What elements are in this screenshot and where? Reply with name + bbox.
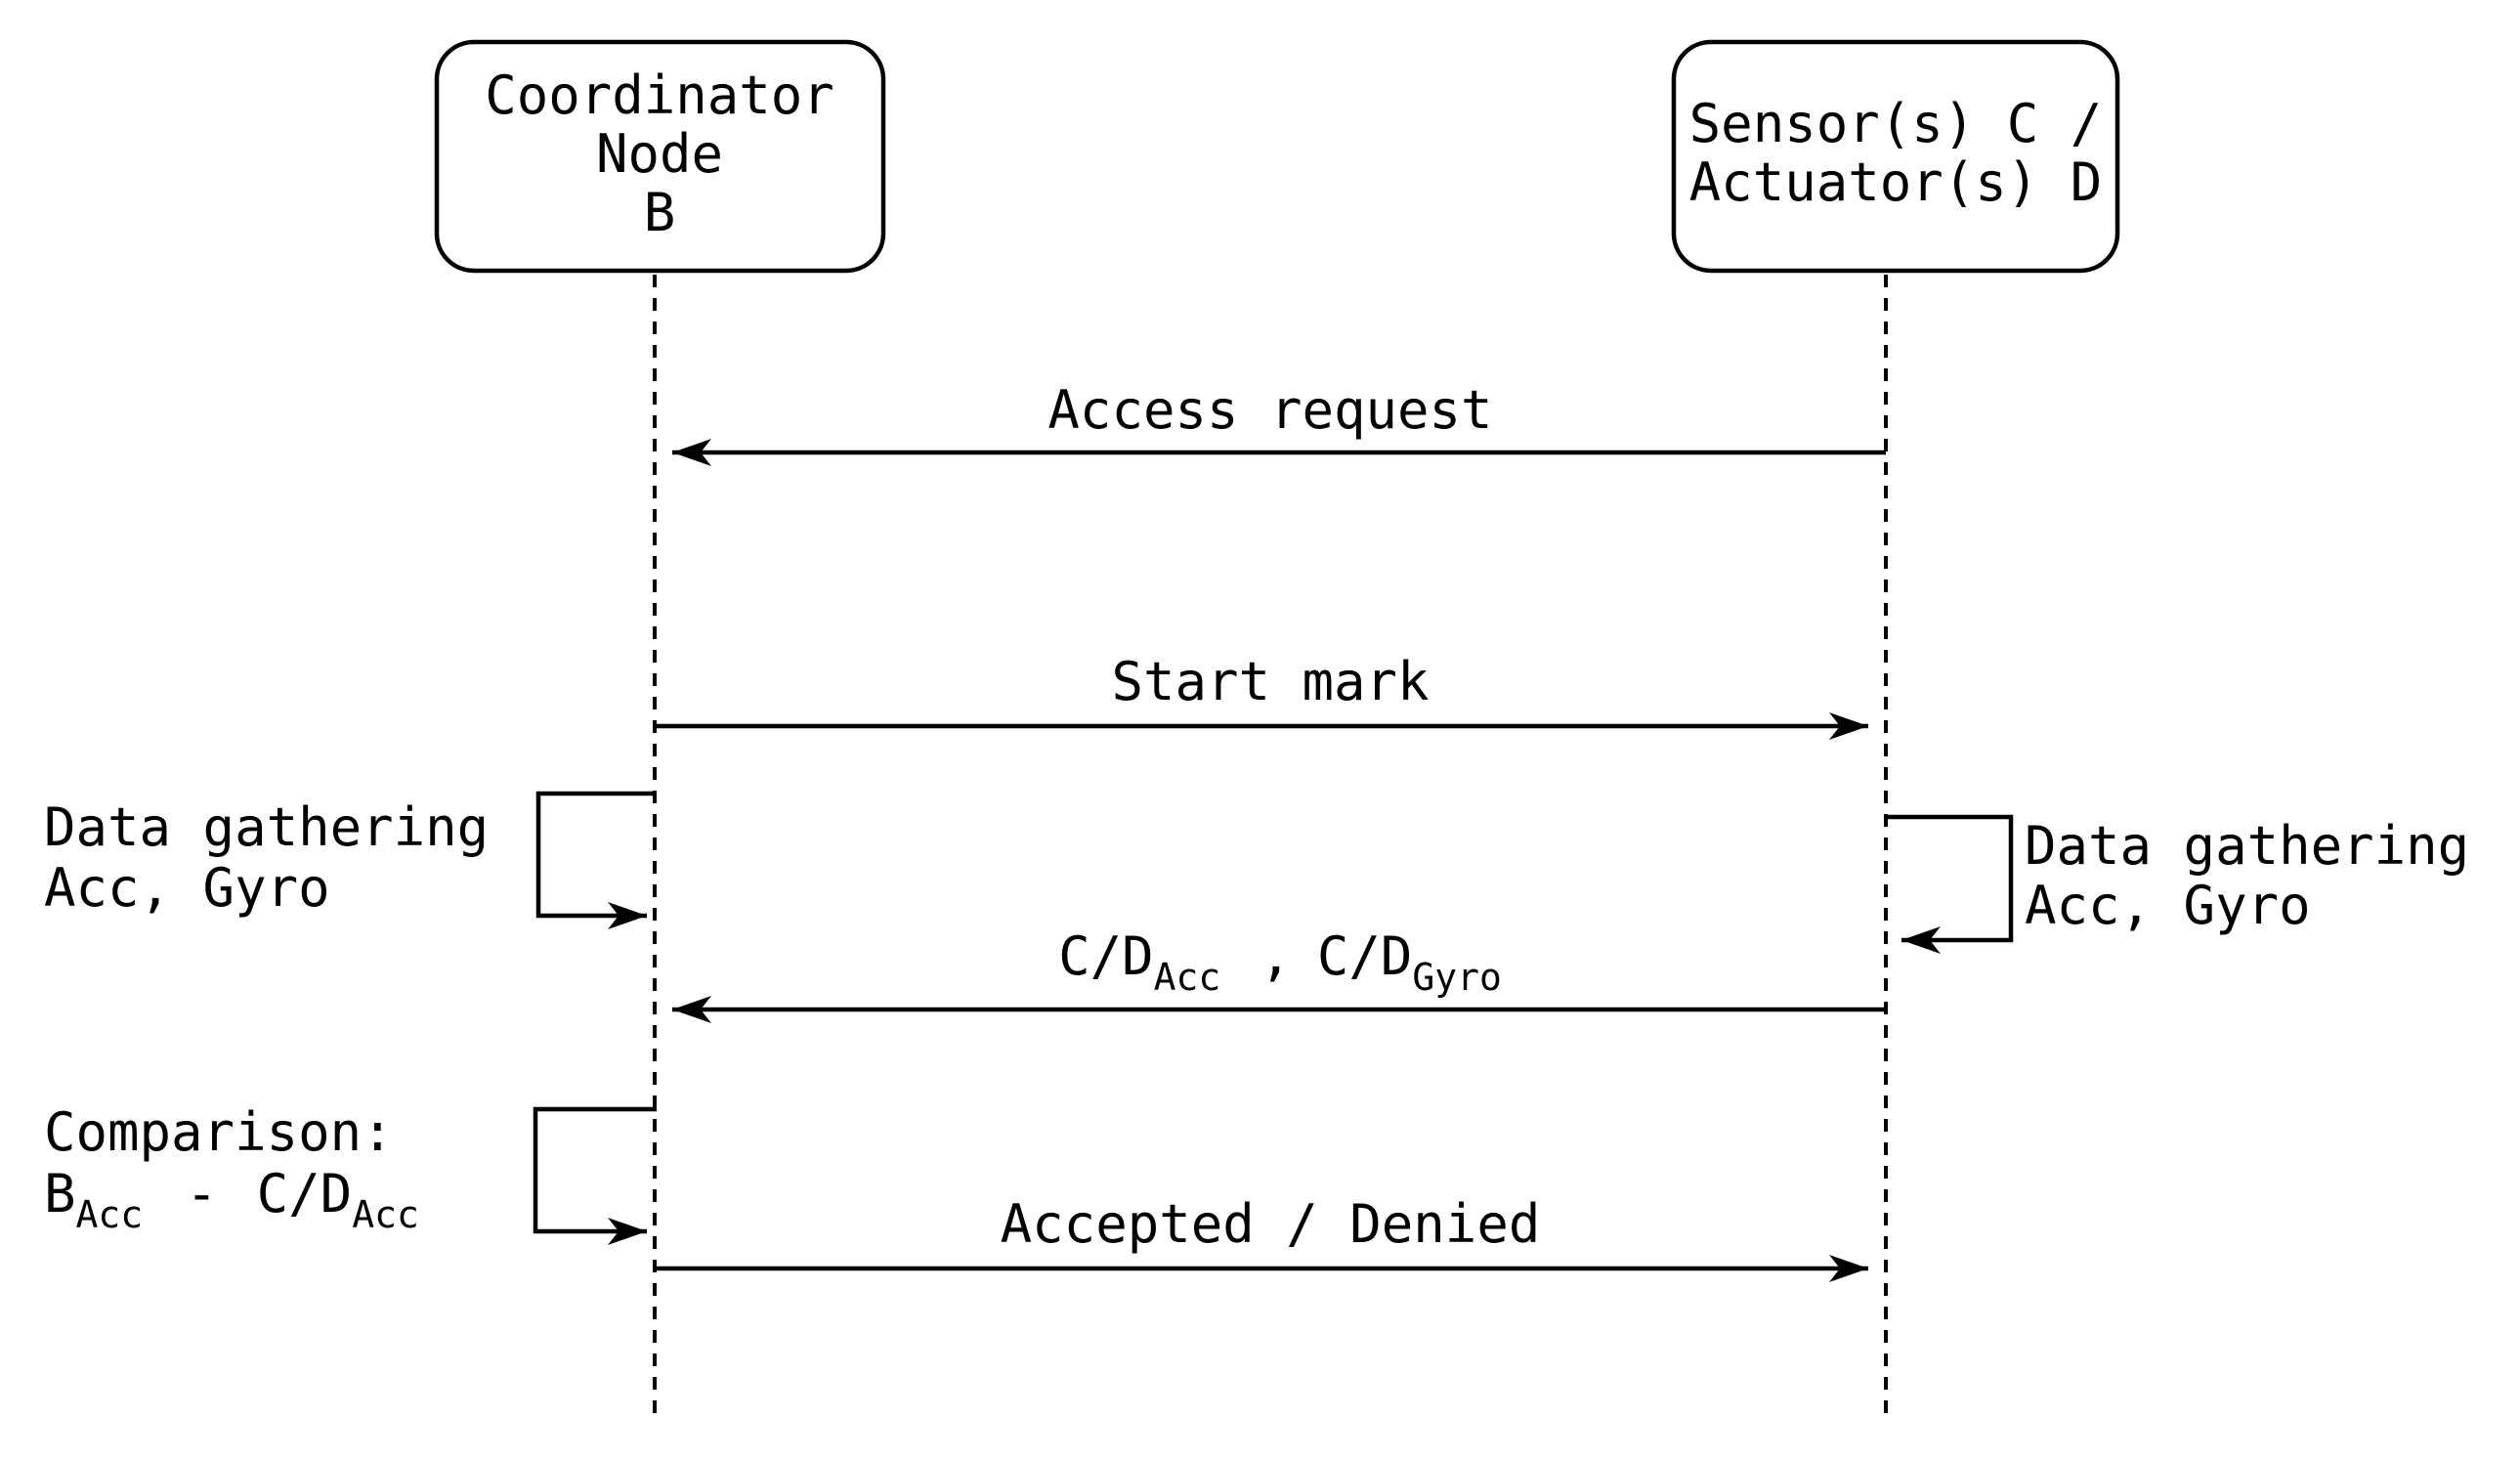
label-data-values-sub2: Gyro	[1412, 956, 1502, 999]
label-access-request: Access request	[1047, 379, 1492, 441]
label-comparison-b: B	[44, 1163, 76, 1225]
actor-coordinator-line2: Node	[596, 123, 723, 185]
label-accepted-denied: Accepted / Denied	[1001, 1193, 1541, 1255]
actor-coordinator-line1: Coordinator	[485, 64, 834, 126]
label-coordinator-gathering-line2: Acc, Gyro	[44, 857, 330, 919]
self-loop-sensor-gathering	[1888, 814, 2014, 954]
label-data-values-separator: ,	[1260, 925, 1292, 987]
label-data-values: C/DAcc,C/DGyro	[1058, 925, 1502, 999]
label-comparison-operator: -	[186, 1163, 218, 1225]
label-sensor-gathering-line2: Acc, Gyro	[2025, 875, 2311, 936]
actor-box-coordinator	[434, 39, 886, 274]
label-comparison-cd: C/D	[257, 1163, 353, 1225]
actor-box-sensor	[1671, 39, 2120, 274]
label-start-mark: Start mark	[1111, 651, 1429, 712]
label-comparison-b-sub: Acc	[76, 1193, 144, 1236]
label-comparison-line1: Comparison:	[44, 1101, 394, 1163]
label-data-values-part1: C/D	[1058, 925, 1154, 987]
label-comparison-cd-sub: Acc	[352, 1193, 419, 1236]
label-comparison-line2: BAcc-C/DAcc	[44, 1163, 419, 1236]
label-data-values-part2: C/D	[1317, 925, 1413, 987]
self-loop-comparison	[533, 1106, 657, 1245]
actor-coordinator-line3: B	[644, 182, 676, 243]
label-data-values-sub1: Acc	[1154, 956, 1221, 999]
self-loop-coordinator-gathering	[535, 791, 657, 929]
label-sensor-gathering-line1: Data gathering	[2025, 815, 2469, 877]
label-coordinator-gathering-line1: Data gathering	[44, 796, 489, 858]
actor-sensor-line1: Sensor(s) C /	[1689, 93, 2103, 154]
actor-sensor-line2: Actuator(s) D	[1689, 151, 2103, 213]
